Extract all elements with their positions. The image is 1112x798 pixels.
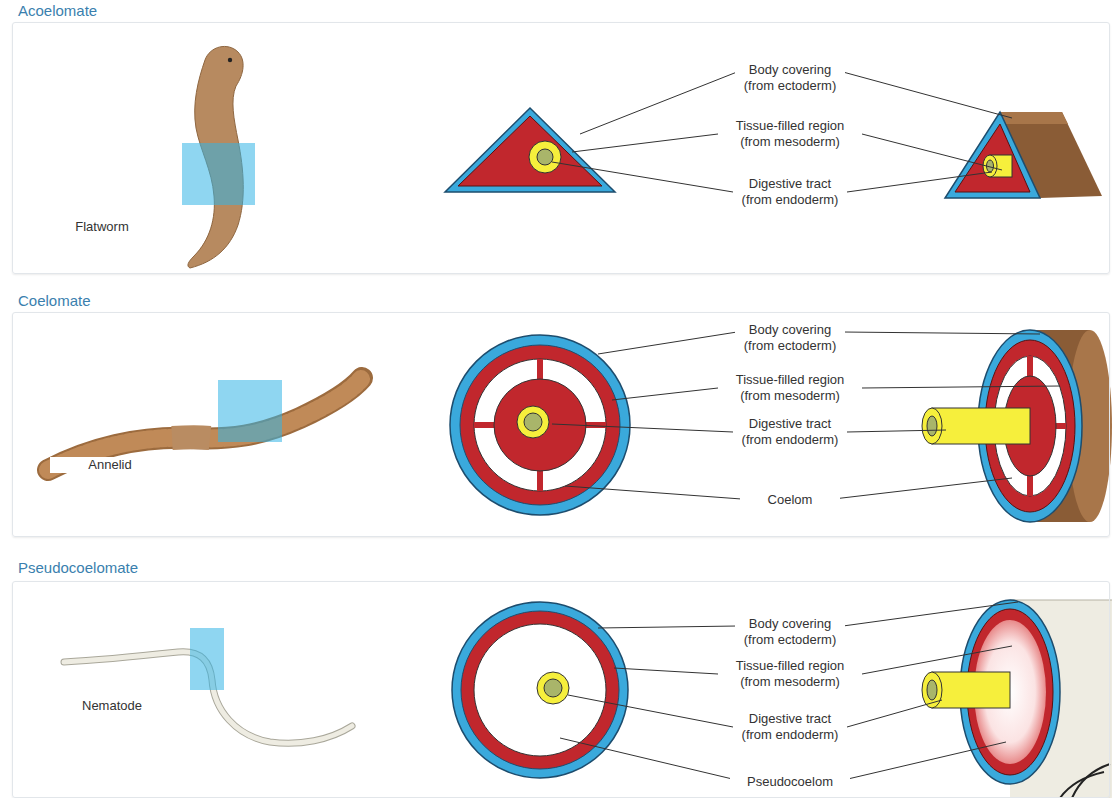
part-label: Body covering (from ectoderm) [735,62,845,94]
coelomate-section [450,335,630,515]
part-label: Digestive tract (from endoderm) [734,711,846,743]
flatworm [182,46,255,268]
coelomate-3d [922,330,1112,522]
part-label: Digestive tract (from endoderm) [734,176,846,208]
acoelomate-3d [945,112,1102,198]
part-label: Digestive tract (from endoderm) [734,416,846,448]
nematode [64,628,352,743]
part-label: Tissue-filled region (from mesoderm) [721,118,859,150]
panel-frame [12,22,1110,274]
part-label: Tissue-filled region (from mesoderm) [721,658,859,690]
animal-name: Annelid [50,457,170,473]
leader-lines [552,332,1060,500]
section-panel: Acoelomate [12,2,1110,274]
section-panel: Coelomate [12,292,1110,537]
part-label: Tissue-filled region (from mesoderm) [721,372,859,404]
animal-name: Flatworm [42,219,162,235]
part-label: Body covering (from ectoderm) [735,322,845,354]
panel-heading: Acoelomate [18,2,97,19]
pseudocoelomate-3d [922,600,1112,798]
panel-frame [12,312,1110,537]
panel-frame [12,581,1110,798]
part-label: Coelom [740,492,840,508]
panel-heading: Coelomate [18,292,91,309]
section-panel: Pseudocoelomate [12,559,1110,798]
animal-name: Nematode [52,698,172,714]
panel-heading: Pseudocoelomate [18,559,138,576]
leader-lines [560,602,1018,782]
part-label: Body covering (from ectoderm) [735,616,845,648]
part-label: Pseudocoelom [730,774,850,790]
